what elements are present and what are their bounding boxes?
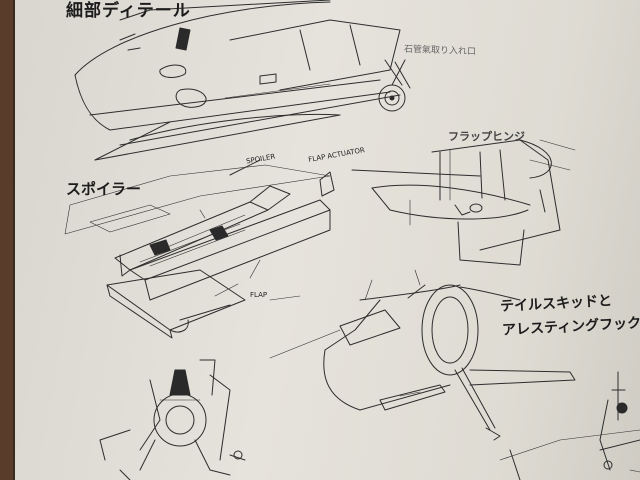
- intake-label: 石管氣取り入れ口: [403, 44, 477, 58]
- flap-hinge-label: フラップヒンジ: [448, 130, 525, 143]
- flap-tag: FLAP: [250, 291, 268, 299]
- engine-drawing: [99, 359, 246, 480]
- flap-hinge-drawing: [351, 139, 576, 266]
- book-page: [14, 0, 640, 480]
- fuselage-drawing: [74, 0, 411, 161]
- spoiler-flap-drawing: [64, 159, 335, 339]
- spoiler-label: スポイラー: [66, 180, 142, 198]
- page-title: 細部ディテール: [66, 1, 191, 21]
- tail-skid-drawing: [269, 269, 640, 480]
- arresting-hook-drawing: [599, 371, 640, 473]
